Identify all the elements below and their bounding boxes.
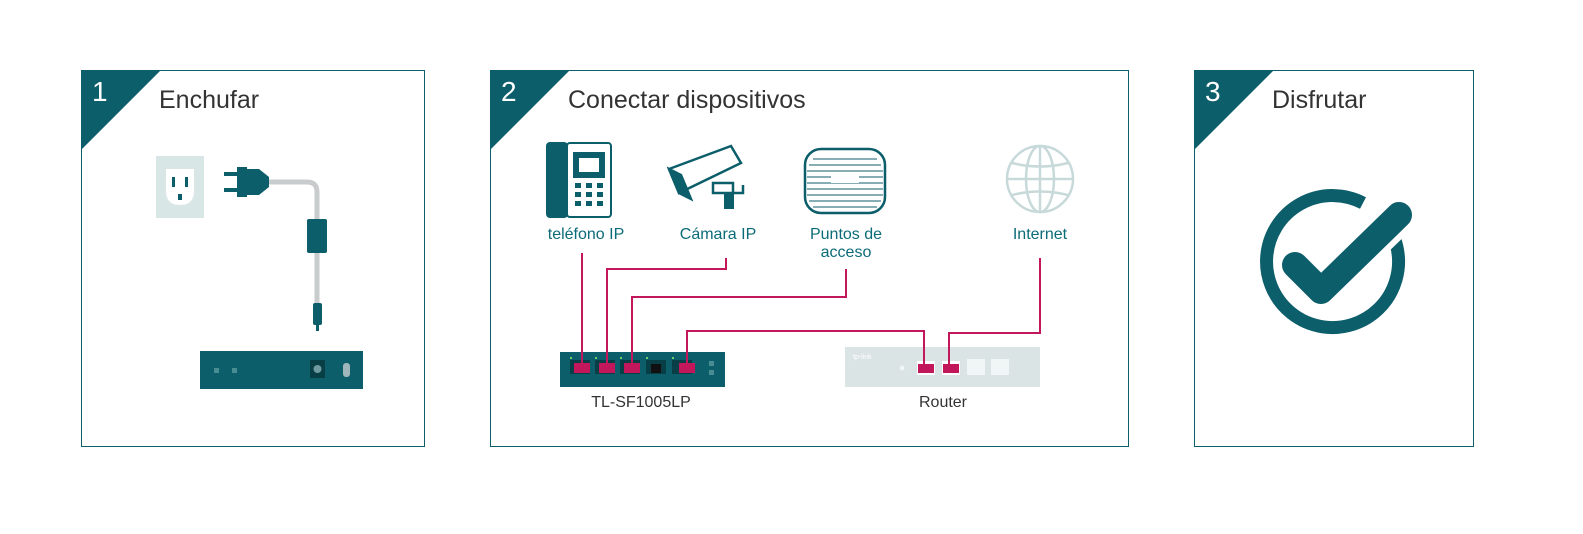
step-3-number: 3 <box>1205 76 1221 107</box>
step-2-number: 2 <box>501 76 517 107</box>
step-3-panel: 3 Disfrutar <box>1194 70 1474 447</box>
step-3-corner-badge <box>1195 71 1273 149</box>
step-1-title: Enchufar <box>159 86 260 114</box>
cable-connectors <box>574 363 959 373</box>
power-plug-icon <box>224 167 327 331</box>
ip-camera-icon <box>666 144 745 209</box>
globe-icon <box>1005 144 1075 214</box>
step-2-corner-badge <box>491 71 569 149</box>
empty-port <box>651 364 661 373</box>
label-switch: TL-SF1005LP <box>591 394 691 411</box>
switch-device-icon <box>200 351 363 389</box>
step-2-illustration: tp-link <box>546 142 1075 387</box>
checkmark-circle-icon <box>1260 189 1413 335</box>
label-internet: Internet <box>1012 226 1068 243</box>
label-ip-camera: Cámara IP <box>679 226 757 243</box>
step-1-number: 1 <box>92 76 108 107</box>
step-3-title: Disfrutar <box>1272 86 1367 114</box>
step-2-title: Conectar dispositivos <box>568 86 806 114</box>
access-point-icon <box>803 147 887 215</box>
router-logo: tp-link <box>853 354 872 361</box>
network-cables <box>581 253 1041 369</box>
label-router: Router <box>918 394 968 411</box>
ip-phone-keypad <box>575 183 603 206</box>
label-access-point: Puntos de acceso <box>809 226 883 261</box>
router-device-icon <box>845 347 1040 387</box>
wall-outlet-icon <box>156 156 204 218</box>
step-1-corner-badge <box>82 71 160 149</box>
label-ip-phone: teléfono IP <box>547 226 625 243</box>
step-1-panel: 1 Enchufar <box>81 70 425 447</box>
ip-phone-icon <box>546 142 612 218</box>
step-3-illustration <box>1260 189 1413 335</box>
step-2-panel: 2 Conectar dispositivos <box>490 70 1129 447</box>
step-1-illustration <box>156 156 363 389</box>
